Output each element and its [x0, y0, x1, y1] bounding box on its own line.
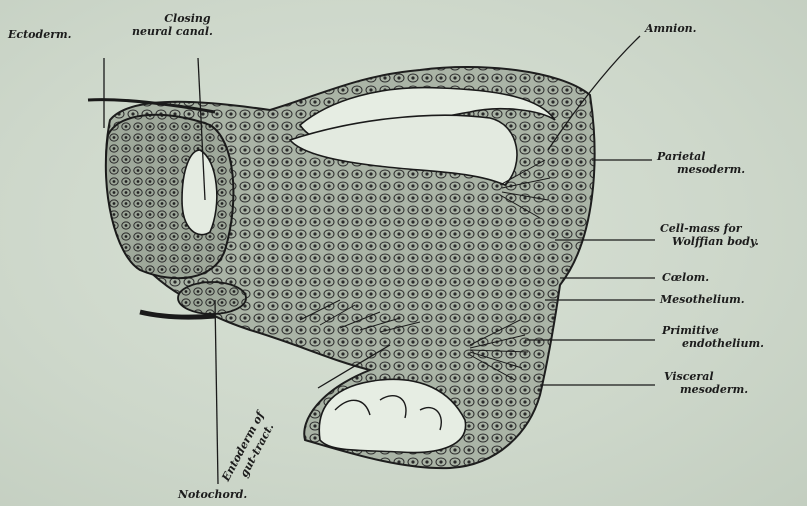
- label-parietal-mesoderm-line1: Parietal: [657, 150, 745, 163]
- notochord-shape: [178, 282, 246, 314]
- label-visceral-mesoderm-line2: mesoderm.: [680, 383, 748, 396]
- label-coelom: Cœlom.: [662, 271, 709, 284]
- label-parietal-mesoderm: Parietal mesoderm.: [657, 150, 745, 176]
- label-primitive-endothelium-line1: Primitive: [662, 324, 764, 337]
- neural-canal: [182, 150, 217, 235]
- label-visceral-mesoderm: Visceral mesoderm.: [664, 370, 748, 396]
- label-cell-mass-wolffian: Cell-mass for Wolffian body.: [660, 222, 759, 248]
- label-closing-neural-canal-line2: neural canal.: [132, 25, 213, 38]
- label-parietal-mesoderm-line2: mesoderm.: [677, 163, 745, 176]
- label-primitive-endothelium: Primitive endothelium.: [662, 324, 764, 350]
- label-ectoderm: Ectoderm.: [8, 28, 71, 41]
- label-closing-neural-canal: Closing neural canal.: [132, 12, 213, 38]
- label-primitive-endothelium-line2: endothelium.: [682, 337, 764, 350]
- label-cell-mass-line2: Wolffian body.: [672, 235, 759, 248]
- label-mesothelium: Mesothelium.: [660, 293, 745, 306]
- label-notochord: Notochord.: [178, 488, 247, 501]
- label-cell-mass-line1: Cell-mass for: [660, 222, 759, 235]
- label-amnion: Amnion.: [645, 22, 697, 35]
- label-closing-neural-canal-line1: Closing: [162, 12, 213, 25]
- label-visceral-mesoderm-line1: Visceral: [664, 370, 748, 383]
